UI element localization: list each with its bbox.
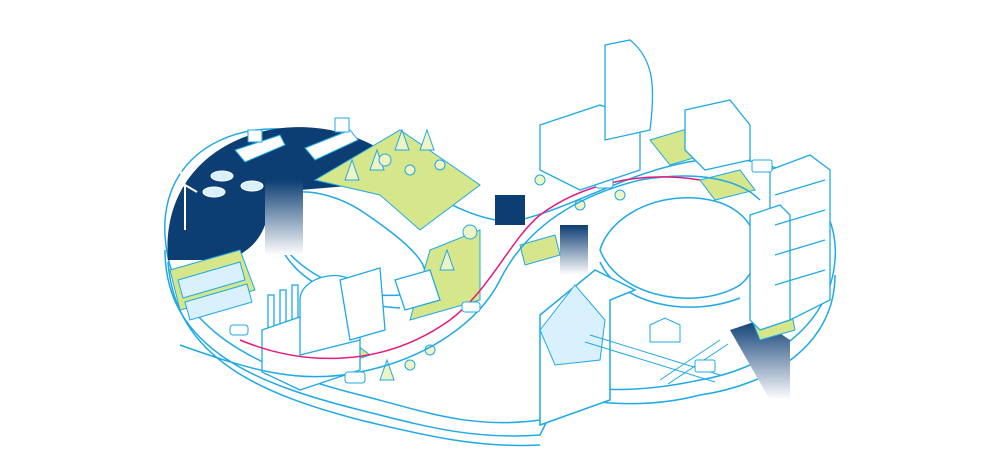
fish-farm-icon [202,170,264,198]
waterfall [730,320,790,400]
truck-icon [694,159,773,373]
wind-turbine-icon [173,169,198,230]
house-icon [649,317,681,343]
waterfall [560,225,588,275]
waterfall [265,180,303,255]
solar-panel-icon [177,261,253,321]
ship-icon [234,117,359,163]
waterfall [495,195,525,225]
mountain-tunnel-icon [539,284,606,366]
factory-icon [261,267,441,391]
skyscraper-icon [539,39,831,331]
